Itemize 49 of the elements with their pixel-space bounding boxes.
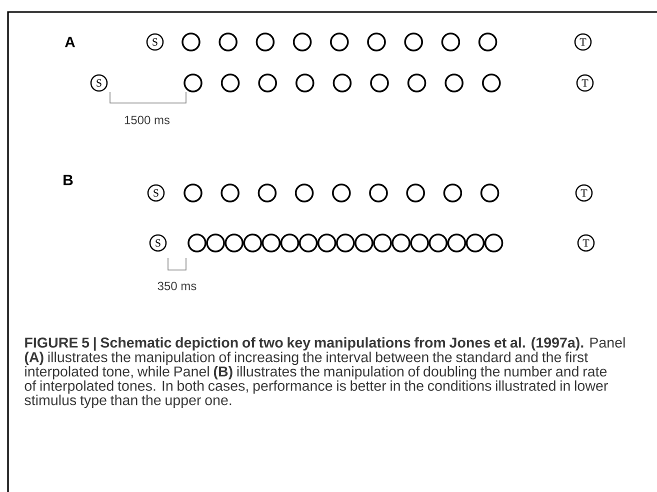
tone-circle — [220, 74, 240, 92]
tone-circle — [369, 184, 388, 202]
tone-circle — [224, 234, 244, 252]
tone-circle — [406, 184, 425, 202]
caption: FIGURE 5 | Schematic depiction of two key manipulations from Jones et al. (1997a). Panel (A) illustrates the manipulation of increasing the interval between the standard and the first interpolated tone, while Panel (B) illustrates the manipulation of doubling the number and rate of interpolated tones. In both cases, performance is better in the conditions illustrated in lower stimulus type than the upper one. — [24, 337, 625, 408]
dimension-label: 1500 ms — [124, 116, 170, 124]
tone-circle — [370, 74, 389, 92]
tone-circle — [428, 234, 448, 252]
tone-circle — [188, 234, 206, 252]
tone-circle — [258, 184, 277, 202]
tone-circle — [332, 184, 351, 202]
tone-circle — [292, 32, 312, 52]
tone-circle — [480, 184, 500, 202]
tone-circle — [443, 184, 462, 202]
tone-circle — [447, 234, 466, 252]
tone-circle — [258, 74, 277, 92]
tone-circle — [184, 184, 202, 202]
tone-circle — [482, 74, 501, 92]
tone-circle — [296, 74, 314, 92]
tone-circle — [373, 234, 392, 252]
tone-circle — [330, 32, 349, 52]
tone-circle — [184, 74, 202, 92]
tone-circle — [298, 234, 318, 252]
tone-circle — [332, 74, 352, 92]
tone-circle — [466, 234, 485, 252]
panel-label: A — [64, 36, 76, 48]
tone-circle — [262, 234, 281, 252]
tone-circle — [354, 234, 374, 252]
panel-label: B — [64, 174, 73, 186]
tone-circle — [317, 234, 336, 252]
tone-circle — [294, 184, 314, 202]
tone-circle — [410, 234, 429, 252]
tone-circle — [441, 32, 460, 52]
tone-circle — [444, 74, 464, 92]
tone-circle — [220, 184, 240, 202]
tone-circle — [484, 234, 504, 252]
tone-circle — [182, 32, 200, 52]
tone-circle — [407, 74, 426, 92]
tone-circle — [336, 234, 355, 252]
tone-circle — [404, 32, 423, 52]
tone-circle — [478, 32, 498, 52]
tone-circle — [206, 234, 225, 252]
dimension-label: 350 ms — [158, 282, 196, 290]
tone-circle — [256, 32, 275, 52]
tone-circle — [392, 234, 410, 252]
tone-circle — [367, 32, 386, 52]
tone-circle — [280, 234, 300, 252]
tone-circle — [218, 32, 238, 52]
tone-circle — [243, 234, 262, 252]
